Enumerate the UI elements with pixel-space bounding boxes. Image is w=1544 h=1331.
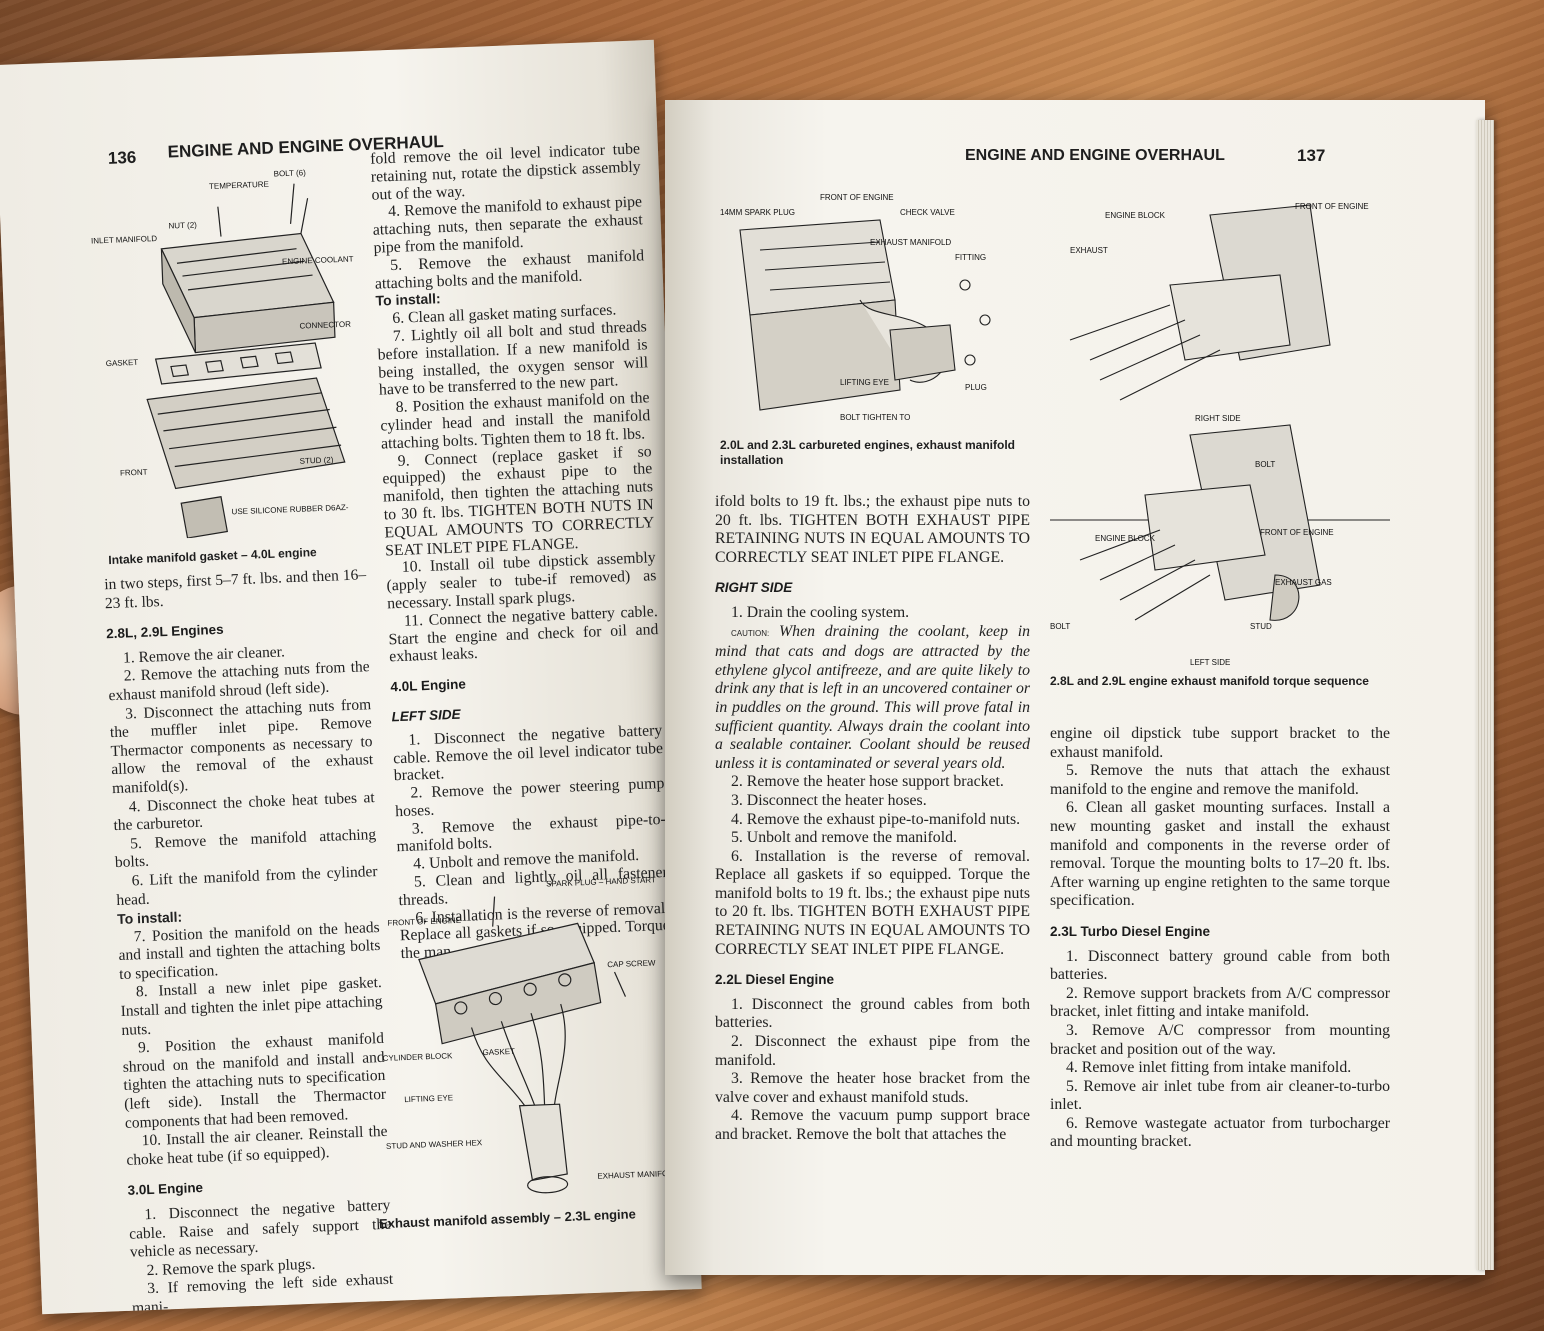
label-exhaust-manifold: EXHAUST MANIFOLD	[597, 1169, 679, 1181]
section-heading: 2.8L, 2.9L Engines	[105, 621, 224, 642]
section-heading: 2.3L Turbo Diesel Engine	[1050, 923, 1211, 939]
right-col-2: engine oil dipstick tube support bracket…	[1050, 725, 1390, 1152]
text-block: ifold bolts to 19 ft. lbs.; the exhaust …	[715, 493, 1030, 566]
label-connector: CONNECTOR	[299, 320, 351, 331]
label-cap-screw: CAP SCREW	[607, 958, 656, 969]
label-front-of-engine-2: FRONT OF ENGINE	[1260, 528, 1334, 537]
text-block: engine oil dipstick tube support bracket…	[1050, 725, 1390, 761]
step: 1. Drain the cooling system.	[731, 603, 910, 621]
step: 1. Disconnect battery ground cable from …	[1050, 947, 1390, 984]
page-edges	[1476, 120, 1494, 1270]
carbureted-exhaust-caption: 2.0L and 2.3L carbureted engines, exhaus…	[720, 438, 1015, 467]
label-coolant: ENGINE COOLANT	[282, 254, 354, 266]
label-gasket: GASKET	[482, 1047, 515, 1057]
label-spark-plug: 14mm SPARK PLUG	[720, 208, 795, 217]
label-engine-block: ENGINE BLOCK	[1105, 211, 1166, 220]
label-left-side: LEFT SIDE	[1190, 658, 1230, 667]
step: 4. Remove the vacuum pump support brace …	[715, 1107, 1030, 1143]
step: 11. Connect the negative battery cable. …	[388, 602, 659, 666]
right-page: ENGINE AND ENGINE OVERHAUL 137 14mm SPAR…	[665, 100, 1485, 1275]
intake-gasket-caption: Intake manifold gasket – 4.0L engine	[108, 545, 317, 568]
label-silicone: USE SILICONE RUBBER D6AZ-	[231, 503, 349, 516]
label-nut: NUT (2)	[168, 220, 197, 230]
step: 6. Remove wastegate actuator from turboc…	[1050, 1114, 1390, 1151]
step: 8. Install a new inlet pipe gasket. Inst…	[120, 974, 383, 1039]
intake-gasket-figure: NUT (2) BOLT (6) TEMPERATURE INLET MANIF…	[88, 161, 372, 541]
section-heading: 4.0L Engine	[390, 676, 467, 695]
label-lifting-eye: LIFTING EYE	[404, 1093, 453, 1104]
right-page-header: ENGINE AND ENGINE OVERHAUL	[965, 147, 1225, 164]
intake-gasket-drawing: NUT (2) BOLT (6) TEMPERATURE INLET MANIF…	[91, 168, 354, 539]
step: 7. Lightly oil all bolt and stud threads…	[377, 318, 649, 399]
step: 6. Clean all gasket mounting surfaces. I…	[1050, 799, 1390, 910]
carbureted-exhaust-drawing: 14mm SPARK PLUG FRONT OF ENGINE CHECK VA…	[720, 193, 991, 422]
section-heading: 2.2L Diesel Engine	[715, 972, 835, 988]
step: 3. Disconnect the heater hoses.	[731, 791, 927, 809]
caution-text: When draining the coolant, keep in mind …	[715, 622, 1031, 772]
step: 5. Unbolt and remove the manifold.	[731, 829, 957, 847]
step: 2. Remove the heater hose support bracke…	[731, 773, 1004, 791]
label-temp-sensor: TEMPERATURE	[209, 180, 269, 191]
carbureted-exhaust-figure: 14mm SPARK PLUG FRONT OF ENGINE CHECK VA…	[720, 190, 1030, 435]
label-stud: STUD (2)	[300, 455, 334, 465]
section-subheading: LEFT SIDE	[391, 706, 461, 725]
label-front: FRONT	[120, 468, 148, 478]
step: 6. Installation is the reverse of remova…	[715, 847, 1030, 958]
label-check-valve: CHECK VALVE	[900, 208, 955, 217]
step: 1. Disconnect the negative battery cable…	[128, 1196, 392, 1261]
exhaust-manifold-drawing: SPARK PLUG – HAND START FRONT OF ENGINE …	[382, 875, 679, 1194]
caution-label: CAUTION:	[731, 628, 770, 638]
right-col-1: ifold bolts to 19 ft. lbs.; the exhaust …	[715, 493, 1030, 1145]
step: 3. Remove A/C compressor from mounting b…	[1050, 1021, 1390, 1058]
label-bolt: BOLT TIGHTEN TO	[840, 413, 910, 422]
label-front-of-engine: FRONT OF ENGINE	[820, 193, 894, 202]
label-exhaust-manifold: EXHAUST	[1070, 246, 1108, 255]
torque-sequence-drawing: ENGINE BLOCK FRONT OF ENGINE EXHAUST BOL…	[1050, 202, 1390, 667]
torque-sequence-figure: ENGINE BLOCK FRONT OF ENGINE EXHAUST BOL…	[1050, 195, 1400, 670]
caution-note: CAUTION: When draining the coolant, keep…	[715, 623, 1030, 774]
step: 5. Remove air inlet tube from air cleane…	[1050, 1077, 1390, 1114]
text-block: in two steps, first 5–7 ft. lbs. and the…	[103, 566, 367, 612]
label-front-of-engine: FRONT OF ENGINE	[387, 916, 461, 928]
label-cylinder-block: CYLINDER BLOCK	[382, 1051, 453, 1063]
label-engine-block-2: ENGINE BLOCK	[1095, 534, 1156, 543]
left-page-number: 136	[107, 147, 137, 168]
section-heading: 3.0L Engine	[127, 1180, 204, 1199]
label-spark-plug: SPARK PLUG – HAND START	[546, 875, 656, 888]
label-bolt-right: BOLT	[1255, 460, 1275, 469]
step: 2. Disconnect the exhaust pipe from the …	[715, 1033, 1030, 1069]
label-stud-washer: STUD AND WASHER HEX	[386, 1138, 483, 1151]
label-stud: STUD	[1250, 622, 1272, 631]
step: 8. Position the exhaust manifold on the …	[380, 389, 651, 453]
left-col-2: fold remove the oil level indicator tube…	[370, 140, 671, 963]
torque-sequence-caption: 2.8L and 2.9L engine exhaust manifold to…	[1050, 674, 1369, 688]
label-o2-boss: EXHAUST GAS	[1275, 578, 1332, 587]
label-plug: PLUG	[965, 383, 987, 392]
right-page-number: 137	[1297, 146, 1326, 165]
step: 1. Disconnect the ground cables from bot…	[715, 995, 1030, 1032]
step: 9. Position the exhaust manifold shroud …	[122, 1030, 387, 1132]
label-front-of-engine: FRONT OF ENGINE	[1295, 202, 1369, 211]
step: 5. Remove the nuts that attach the exhau…	[1050, 762, 1390, 798]
exhaust-manifold-caption: Exhaust manifold assembly – 2.3L engine	[378, 1206, 637, 1232]
label-exhaust-manifold: EXHAUST MANIFOLD	[870, 238, 951, 247]
exhaust-manifold-figure: SPARK PLUG – HAND START FRONT OF ENGINE …	[376, 870, 688, 1211]
label-right-side: RIGHT SIDE	[1195, 414, 1241, 423]
step: 7. Position the manifold on the heads an…	[118, 918, 381, 983]
left-page: 136 ENGINE AND ENGINE OVERHAUL NUT (2) B…	[0, 39, 702, 1315]
step: 3. Remove the heater hose bracket from t…	[715, 1070, 1030, 1106]
label-inlet-manifold: INLET MANIFOLD	[91, 234, 158, 246]
section-subheading: RIGHT SIDE	[715, 580, 793, 596]
label-bolt: BOLT (6)	[273, 168, 306, 178]
step: 4. Remove inlet fitting from intake mani…	[1066, 1059, 1352, 1077]
label-lifting-eye: LIFTING EYE	[840, 378, 889, 387]
step: 9. Connect (replace gasket if so equippe…	[382, 442, 655, 560]
step: 3. Disconnect the attaching nuts from th…	[109, 695, 374, 798]
label-bolt-left: BOLT	[1050, 622, 1070, 631]
left-col-1: in two steps, first 5–7 ft. lbs. and the…	[104, 566, 394, 1314]
step: 4. Remove the exhaust pipe-to-manifold n…	[731, 810, 1021, 828]
label-gasket: GASKET	[106, 358, 139, 368]
step: 2. Remove support brackets from A/C comp…	[1050, 984, 1390, 1021]
label-fitting: FITTING	[955, 253, 986, 262]
